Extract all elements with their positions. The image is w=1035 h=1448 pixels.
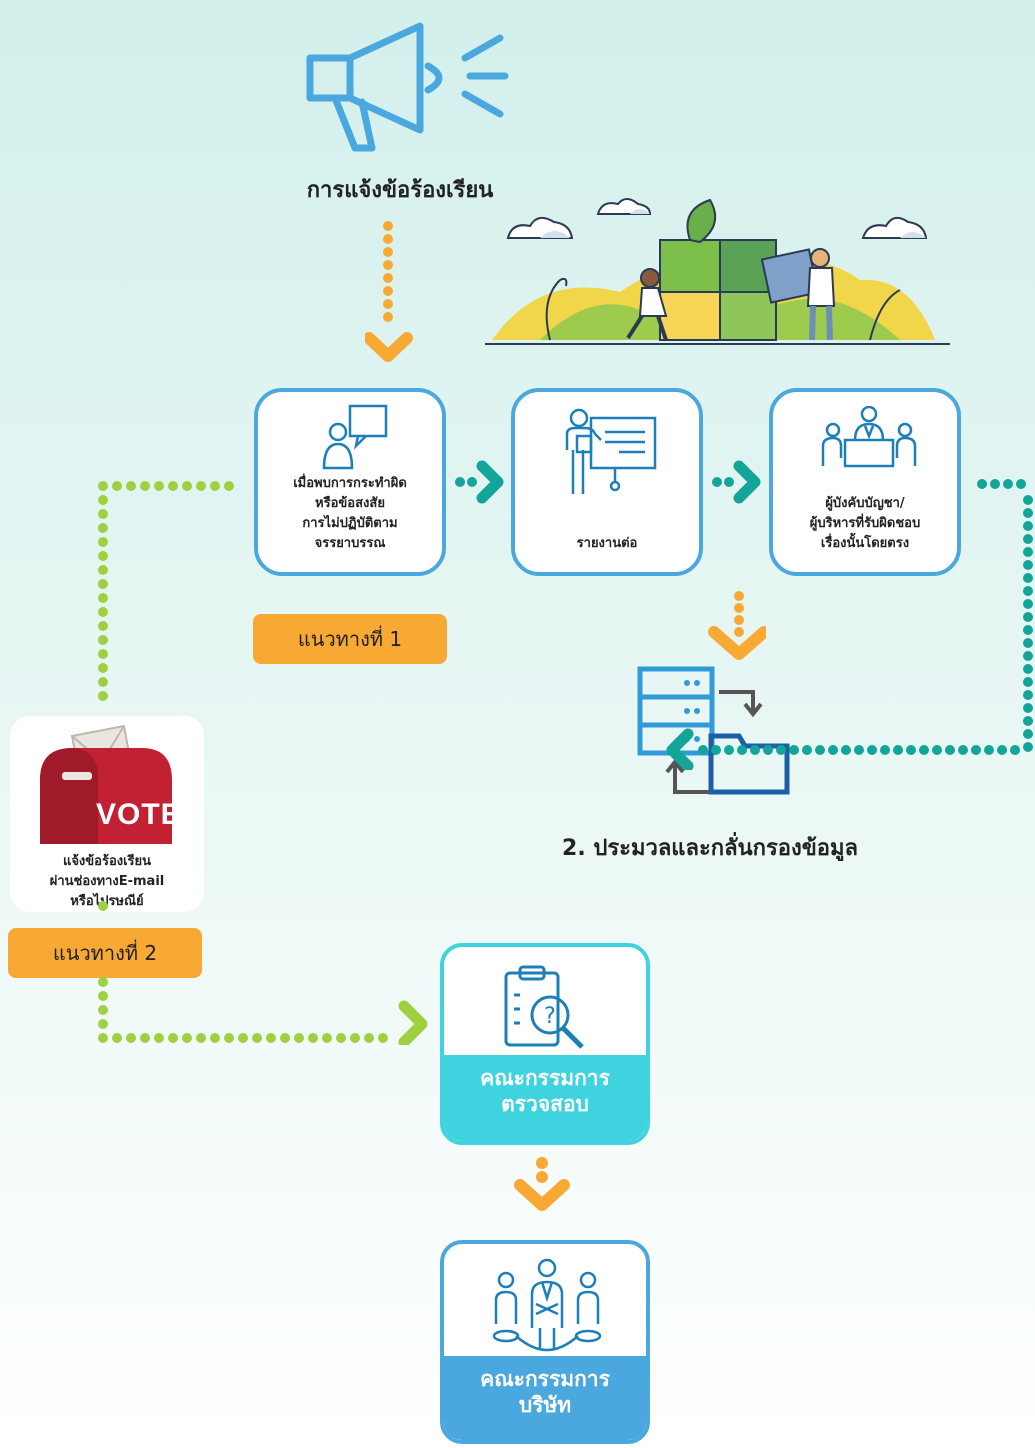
- route-tag-1: แนวทางที่ 1: [253, 614, 447, 664]
- page-title: การแจ้งข้อร้องเรียน: [306, 178, 494, 203]
- mailbox-text: แจ้งข้อร้องเรียน ผ่านช่องทางE-mail หรือไ…: [49, 854, 165, 909]
- company-board-box: คณะกรรมการ บริษัท: [440, 1240, 650, 1444]
- clipboard-search-icon: ?: [504, 965, 584, 1049]
- step-text: รายงานต่อ: [576, 536, 638, 551]
- route2-green-dots: [98, 481, 234, 701]
- audit-committee-label: คณะกรรมการ ตรวจสอบ: [444, 1055, 646, 1141]
- arrow-step2-to-step3: [712, 460, 761, 504]
- mailbox-card: VOTE แจ้งข้อร้องเรียน ผ่านช่องทางE-mail …: [10, 716, 204, 912]
- step-text: ผู้บังคับบัญชา/ ผู้บริหารที่รับผิดชอบ เร…: [809, 496, 921, 551]
- route-teal-dots: [666, 479, 1033, 770]
- step-box-report-misconduct: เมื่อพบการกระทำผิด หรือข้อสงสัย การไม่ปฏ…: [254, 388, 446, 576]
- step-box-report-to: รายงานต่อ: [511, 388, 703, 576]
- person-chat-icon: [322, 404, 388, 470]
- presentation-icon: [565, 408, 657, 494]
- mailbox-icon: [40, 724, 172, 844]
- connector-audit-to-board: [514, 1157, 570, 1211]
- step-box-supervisor: ผู้บังคับบัญชา/ ผู้บริหารที่รับผิดชอบ เร…: [769, 388, 961, 576]
- process-title: 2. ประมวลและกลั่นกรองข้อมูล: [562, 836, 858, 861]
- arrow-step1-to-step2: [455, 460, 504, 504]
- route2-green-dots-lower: [98, 901, 428, 1045]
- teamwork-illustration: [485, 198, 950, 345]
- meeting-icon: [821, 406, 917, 468]
- route-tag-2: แนวทางที่ 2: [8, 928, 202, 978]
- megaphone-icon: [306, 22, 509, 152]
- mailbox-sign: VOTE: [96, 798, 182, 831]
- connector-title-to-step1: [365, 221, 413, 362]
- svg-text:?: ?: [544, 1004, 556, 1029]
- connector-step2-to-process: [708, 591, 766, 660]
- audit-committee-box: ? คณะกรรมการ ตรวจสอบ: [440, 943, 650, 1145]
- company-board-label: คณะกรรมการ บริษัท: [444, 1356, 646, 1440]
- board-members-icon: [492, 1258, 602, 1352]
- step-text: เมื่อพบการกระทำผิด หรือข้อสงสัย การไม่ปฏ…: [293, 476, 407, 551]
